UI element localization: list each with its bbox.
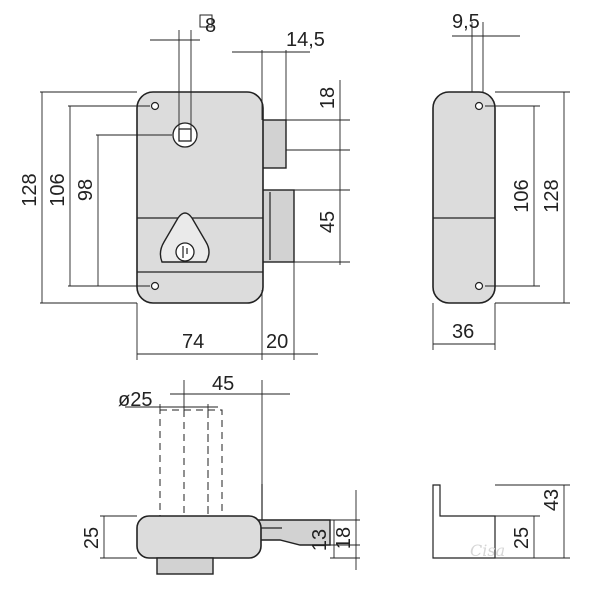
key-shield [159, 212, 210, 263]
bolt-housing [261, 189, 295, 263]
dim-hole-spacing: 106 [47, 173, 69, 206]
dim-bolt-offset: 14,5 [286, 29, 325, 51]
dim-side-hole-offset: 9,5 [452, 11, 480, 33]
dim-bolt-thickness: 13 [309, 529, 331, 551]
dim-bottom-height: 25 [81, 527, 103, 549]
keeper-view [432, 484, 570, 559]
dim-housing-height: 45 [317, 211, 339, 233]
dim-side-holes: 106 [511, 179, 533, 212]
square-symbol-icon [199, 14, 213, 28]
front-view [40, 30, 350, 360]
dim-keeper-height: 25 [511, 527, 533, 549]
dim-case-width: 74 [182, 331, 204, 353]
side-hole-top [474, 101, 484, 111]
bottom-case [136, 515, 262, 559]
watermark: Cisa [470, 541, 505, 560]
dim-bolt-length: 20 [266, 331, 288, 353]
fixing-hole-bottom [150, 281, 160, 291]
dim-side-height: 128 [541, 179, 563, 212]
fixing-hole-top [150, 101, 160, 111]
dim-square: 8 [205, 15, 216, 37]
dim-bolt-height: 18 [317, 87, 339, 109]
side-case [432, 91, 496, 304]
dim-side-width: 36 [452, 321, 474, 343]
upper-bolt [261, 119, 287, 169]
spindle-square [178, 128, 192, 142]
dim-keeper-total: 43 [541, 489, 563, 511]
cylinder-knob [156, 557, 214, 575]
dim-cylinder-offset: 45 [212, 373, 234, 395]
dim-height-total: 128 [19, 173, 41, 206]
lock-case [136, 91, 264, 304]
side-view [432, 22, 570, 350]
side-hole-bottom [474, 281, 484, 291]
dim-bolt-depth: 18 [333, 527, 355, 549]
dim-spindle-to-hole: 98 [75, 179, 97, 201]
keyhole-icon [175, 242, 195, 262]
dim-cylinder-diameter: ø25 [118, 389, 152, 411]
bottom-view [100, 380, 360, 575]
